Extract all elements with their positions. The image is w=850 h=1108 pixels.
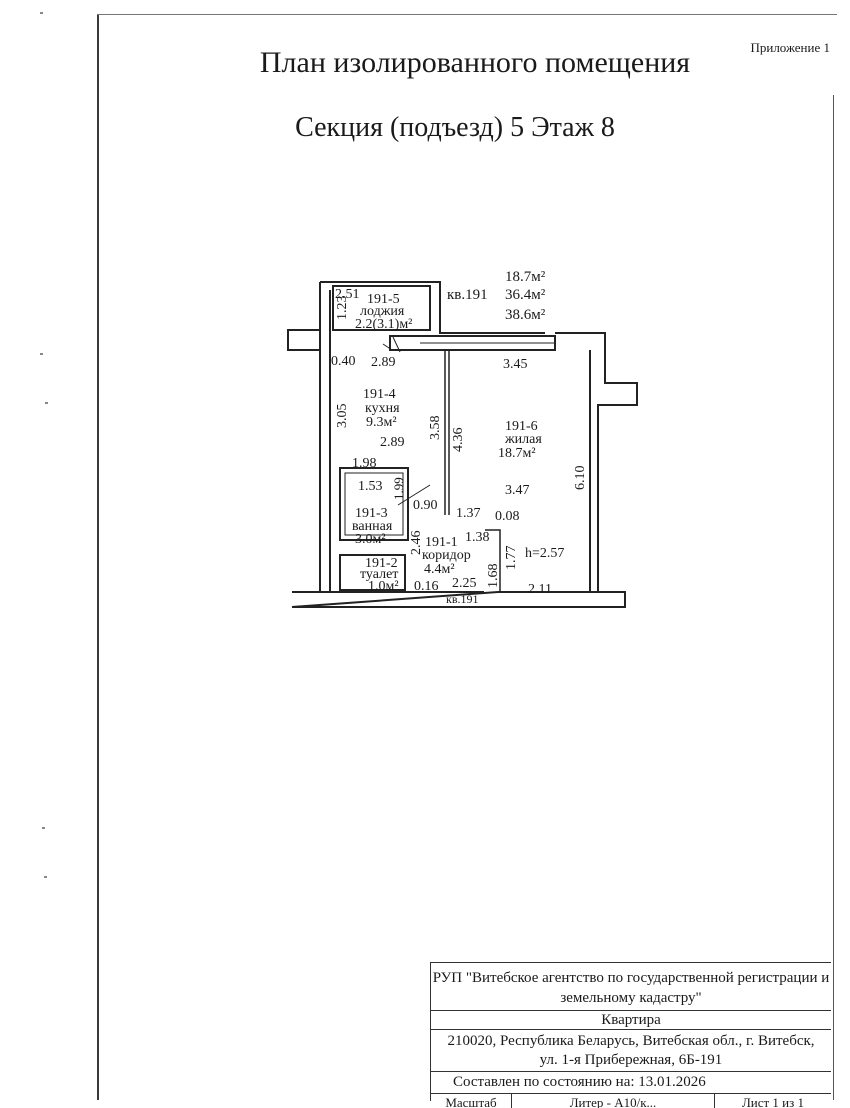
dim-corridor-d: 1.77 <box>504 546 519 571</box>
entrance-label: кв.191 <box>446 592 479 606</box>
living-area: 18.7м² <box>498 446 536 461</box>
dim-toilet-gap: 0.16 <box>414 579 439 594</box>
dim-corridor-c: 1.38 <box>465 530 490 545</box>
scan-speck <box>45 402 48 404</box>
plan-partition-kitchen-living <box>444 350 450 515</box>
plan-door-loggia <box>382 343 393 351</box>
dim-corridor-b: 0.08 <box>495 509 520 524</box>
plan-loggia <box>332 285 431 331</box>
stamp-date: Составлен по состоянию на: 13.01.2026 <box>431 1072 831 1094</box>
corridor-area: 4.4м² <box>424 562 455 577</box>
plan-wall-bottom <box>291 591 626 608</box>
living-name: жилая <box>504 432 542 447</box>
dim-bath-side: 2.46 <box>409 531 424 556</box>
loggia-name: лоджия <box>360 304 405 319</box>
plan-bath <box>339 467 409 541</box>
dim-loggia-width: 2.51 <box>335 287 360 302</box>
kitchen-name: кухня <box>365 401 400 416</box>
dim-door-gap: 0.90 <box>413 498 438 513</box>
ceiling-height: h=2.57 <box>525 546 564 561</box>
dim-pier: 0.40 <box>331 354 356 369</box>
loggia-area: 2.2(3.1)м² <box>355 317 412 332</box>
appendix-label: Приложение 1 <box>750 40 830 55</box>
section-floor-subtitle: Секция (подъезд) 5 Этаж 8 <box>295 112 615 143</box>
plan-wall-top <box>320 281 545 334</box>
plan-bath-inner <box>344 472 404 536</box>
page-frame-top <box>97 14 837 15</box>
dim-living-height: 6.10 <box>573 466 588 491</box>
toilet-id: 191-2 <box>365 556 398 571</box>
stamp-sheet: Лист 1 из 1 <box>741 1095 805 1108</box>
page-frame-right <box>833 95 834 1100</box>
stamp-address: 210020, Республика Беларусь, Витебская о… <box>431 1030 831 1072</box>
kitchen-id: 191-4 <box>363 387 396 402</box>
corridor-id: 191-1 <box>425 535 458 550</box>
dim-bath-depth: 1.99 <box>391 477 406 500</box>
scan-speck <box>40 12 43 14</box>
title-block: РУП "Витебское агентство по государствен… <box>430 962 831 1108</box>
stamp-object-type: Квартира <box>431 1011 831 1030</box>
scan-speck <box>42 827 45 829</box>
apartment-number: кв.191 <box>447 287 488 303</box>
bath-id: 191-3 <box>355 506 388 521</box>
bath-area: 3.0м² <box>355 532 386 547</box>
toilet-area: 1.0м² <box>368 579 399 594</box>
living-id: 191-6 <box>505 419 538 434</box>
dim-corridor-bottom: 2.25 <box>452 576 477 591</box>
dim-toilet-depth: 1.68 <box>486 564 501 589</box>
dim-living-bottom: 2.11 <box>528 582 552 597</box>
kitchen-area: 9.3м² <box>366 415 397 430</box>
stamp-organization: РУП "Витебское агентство по государствен… <box>431 963 831 1011</box>
scan-speck <box>44 876 47 878</box>
corridor-name: коридор <box>422 548 471 563</box>
dim-partition-b: 4.36 <box>451 428 466 453</box>
plan-toilet <box>339 554 406 591</box>
living-area-total: 18.7м² <box>505 269 546 285</box>
total-area-with-loggia: 38.6м² <box>505 307 546 323</box>
stamp-scale: Масштаб <box>431 1094 512 1108</box>
dim-kitchen-side: 3.05 <box>335 404 350 429</box>
plan-wall-right-outer <box>555 332 638 592</box>
dim-kitchen-top: 2.89 <box>371 355 396 370</box>
dim-bath-width: 1.53 <box>358 479 383 494</box>
page-title: План изолированного помещения <box>259 46 691 79</box>
dim-corridor-a: 1.37 <box>456 506 481 521</box>
stamp-address-line2: ул. 1-я Прибережная, 6Б-191 <box>539 1052 723 1068</box>
dim-bath-top: 1.98 <box>352 456 377 471</box>
plan-door-kitchen <box>397 484 431 506</box>
dim-living-top: 3.45 <box>503 357 528 372</box>
dim-loggia-depth: 1.23 <box>335 296 350 321</box>
dim-living-width: 3.47 <box>505 483 530 498</box>
stamp-bottom-row: Масштаб Литер - А10/к... Лист 1 из 1 <box>431 1094 831 1108</box>
total-area: 36.4м² <box>505 287 546 303</box>
dim-partition-a: 3.58 <box>428 416 443 441</box>
scan-speck <box>40 353 43 355</box>
stamp-liter: Литер - А10/к... <box>512 1094 715 1108</box>
bath-name: ванная <box>352 519 393 534</box>
page-frame-left <box>97 14 99 1100</box>
stamp-address-line1: 210020, Республика Беларусь, Витебская о… <box>447 1033 815 1049</box>
toilet-name: туалет <box>360 567 398 582</box>
loggia-id: 191-5 <box>367 292 400 307</box>
plan-window-strip <box>389 335 556 351</box>
plan-door-arc-loggia <box>392 336 401 353</box>
plan-corridor-wall <box>485 529 501 592</box>
plan-wall-stub-left <box>287 329 321 351</box>
dim-kitchen-width: 2.89 <box>380 435 405 450</box>
